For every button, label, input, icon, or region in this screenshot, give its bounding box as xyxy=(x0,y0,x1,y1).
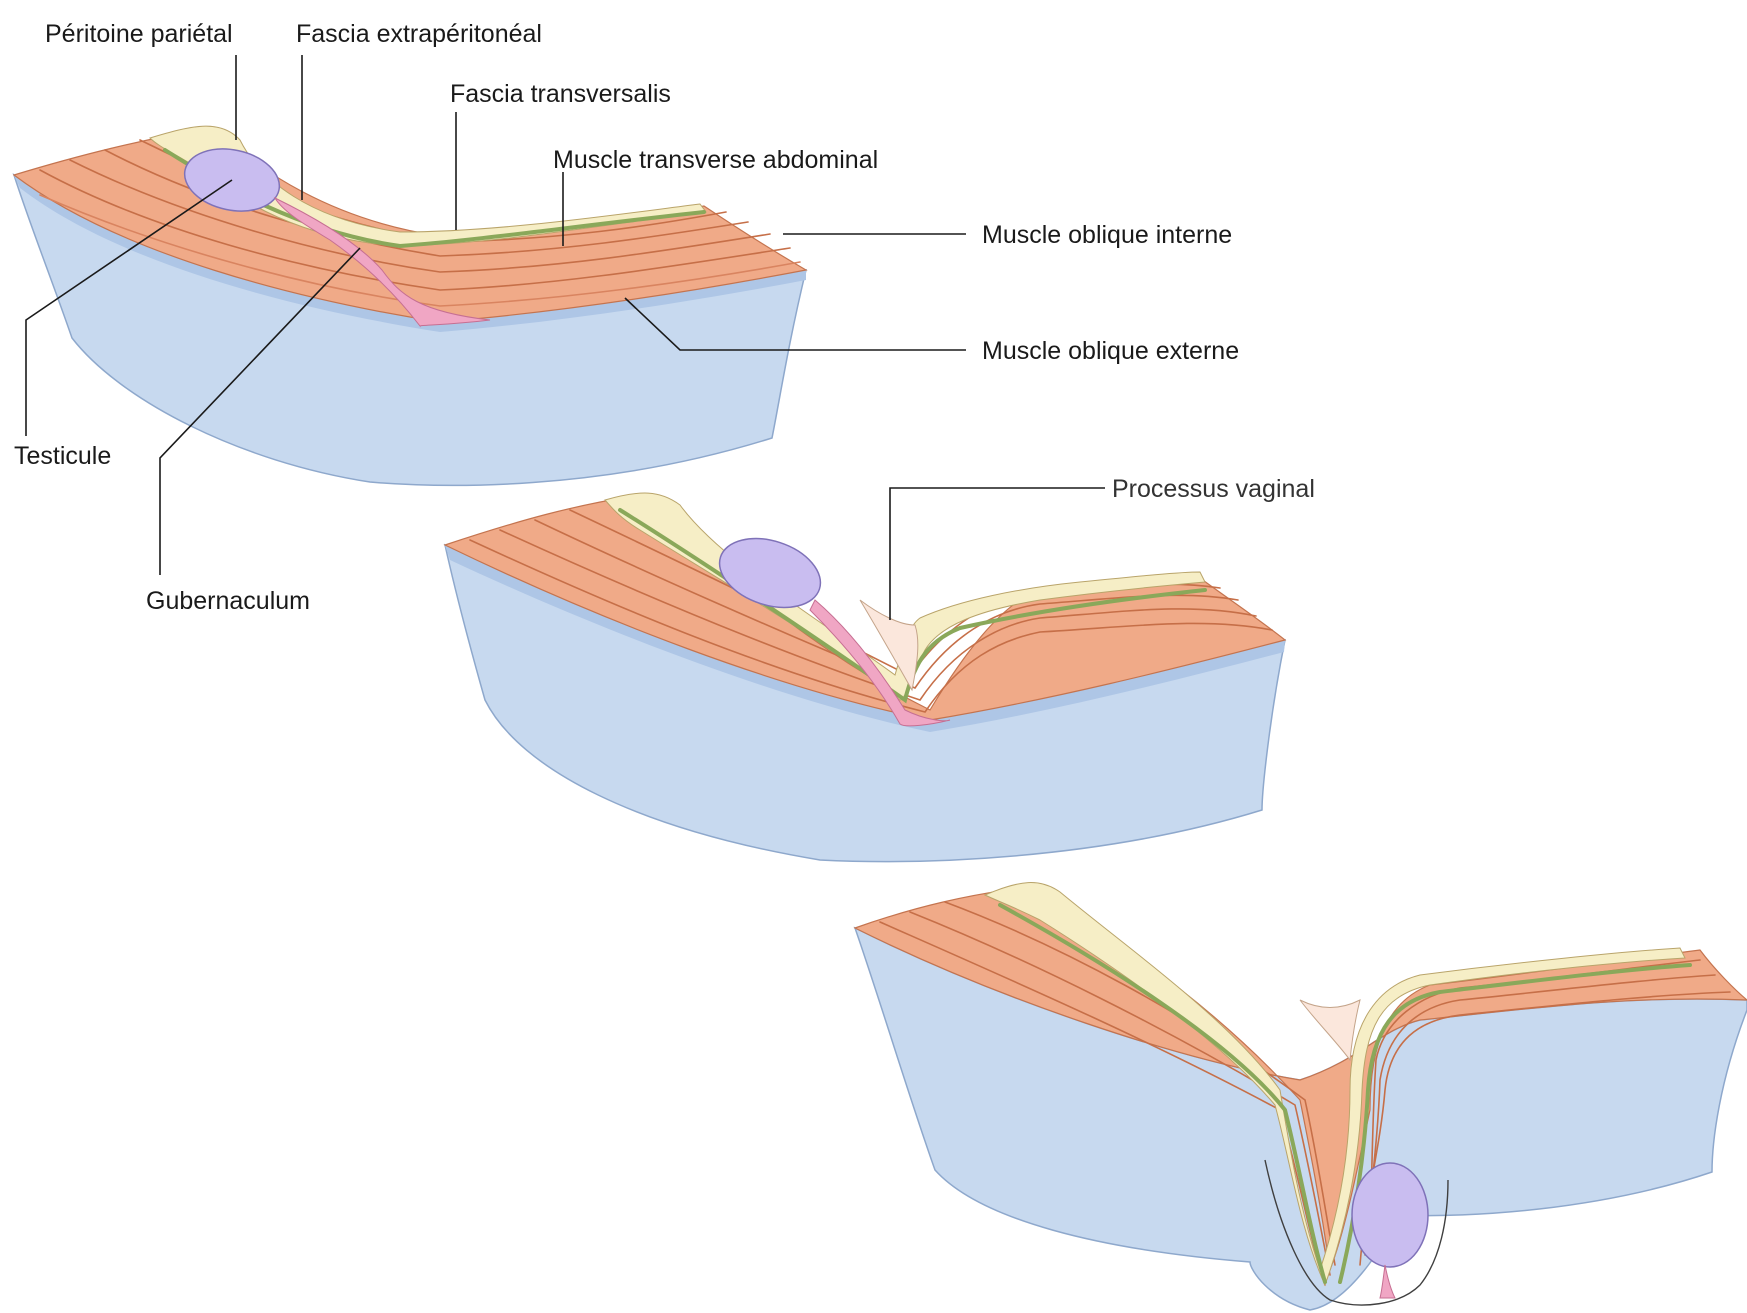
panel3-testis xyxy=(1352,1163,1428,1267)
label-fascia-transversalis: Fascia transversalis xyxy=(450,80,671,108)
panel-stage-1 xyxy=(14,126,806,485)
panel-stage-2 xyxy=(445,493,1285,861)
label-peritoine-parietal: Péritoine pariétal xyxy=(45,20,233,48)
label-muscle-oblique-interne: Muscle oblique interne xyxy=(982,221,1232,249)
label-muscle-oblique-externe: Muscle oblique externe xyxy=(982,337,1239,365)
panel3-gubernaculum xyxy=(1380,1265,1395,1298)
label-processus-vaginal: Processus vaginal xyxy=(1112,475,1315,503)
label-muscle-transverse-abdominal: Muscle transverse abdominal xyxy=(553,146,878,174)
label-testicule: Testicule xyxy=(14,442,111,470)
label-gubernaculum: Gubernaculum xyxy=(146,587,310,615)
panel3-vaginal-top xyxy=(1300,1000,1360,1060)
label-fascia-extraperitoneal: Fascia extrapéritonéal xyxy=(296,20,542,48)
panel-stage-3 xyxy=(855,883,1747,1310)
